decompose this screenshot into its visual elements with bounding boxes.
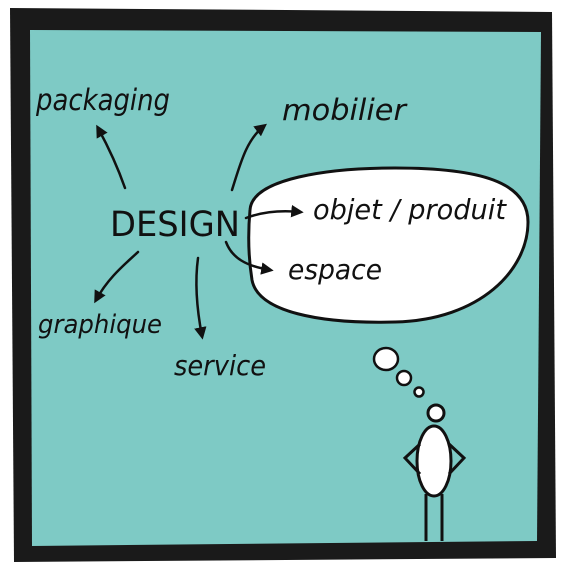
branch-label-objet-produit: objet / produit <box>313 193 507 226</box>
branch-label-mobilier: mobilier <box>282 93 408 127</box>
branch-label-packaging: packaging <box>35 83 170 117</box>
arrow-to-espace <box>224 240 274 275</box>
arrow-to-mobilier <box>230 123 267 192</box>
thought-dot-medium <box>395 369 413 387</box>
thought-dot-small <box>413 386 425 398</box>
branch-label-espace: espace <box>288 253 382 286</box>
thought-bubble <box>247 166 530 324</box>
figure-left-arm <box>402 442 422 476</box>
arrow-to-graphique <box>94 250 140 304</box>
arrow-to-packaging <box>96 124 127 190</box>
figure-body <box>415 424 453 498</box>
arrow-to-service <box>194 256 207 340</box>
thought-dot-large <box>372 346 400 372</box>
branch-label-graphique: graphique <box>38 310 162 340</box>
branch-label-service: service <box>174 349 266 382</box>
arrow-to-objet <box>244 204 304 220</box>
figure-head <box>426 403 446 423</box>
center-label: DESIGN <box>110 205 240 245</box>
thinking-figure <box>402 403 467 541</box>
figure-right-arm <box>447 442 467 476</box>
